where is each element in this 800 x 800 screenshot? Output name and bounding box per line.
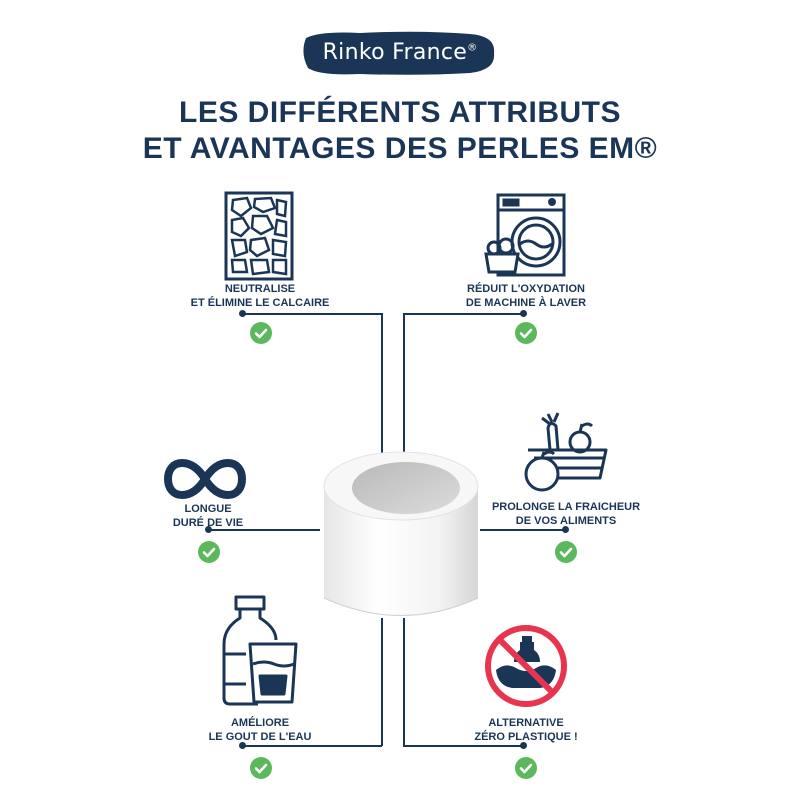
check-icon	[250, 757, 272, 779]
connector-dot	[520, 310, 527, 317]
washing-machine-icon	[484, 193, 566, 277]
check-icon	[250, 322, 272, 344]
check-icon	[555, 541, 577, 563]
connector-top-left-v	[381, 313, 383, 453]
feature-aliments-line2: DE VOS ALIMENTS	[515, 515, 617, 527]
connector-bottom-left-v	[381, 618, 383, 746]
brand-name: Rinko France	[322, 40, 468, 65]
feature-aliments-line1: PROLONGE LA FRAICHEUR	[491, 501, 641, 513]
feature-plastique-line2: ZÉRO PLASTIQUE !	[474, 731, 578, 743]
feature-machine-label: RÉDUIT L'OXYDATION DE MACHINE À LAVER	[446, 282, 606, 310]
feature-eau-label: AMÉLIORE LE GOUT DE L'EAU	[180, 716, 340, 744]
connector-mid-left-h	[208, 529, 320, 531]
feature-calcaire-line2: ET ÉLIMINE LE CALCAIRE	[190, 297, 330, 309]
connector-mid-right-h	[480, 529, 565, 531]
connector-dot	[562, 526, 569, 533]
brand-registered-mark: ®	[467, 42, 478, 54]
check-icon	[515, 322, 537, 344]
connector-top-left-h	[242, 313, 382, 315]
feature-calcaire-line1: NEUTRALISE	[224, 283, 296, 295]
feature-duree-line1: LONGUE	[184, 503, 232, 515]
fruit-basket-icon	[524, 412, 608, 492]
brand-banner	[303, 31, 495, 75]
connector-top-right-h	[403, 313, 523, 315]
water-glass-icon	[222, 595, 298, 706]
connector-dot	[520, 742, 527, 749]
em-ceramic-bead	[323, 451, 479, 616]
connector-bottom-left-h	[242, 745, 382, 747]
feature-eau-line1: AMÉLIORE	[230, 717, 290, 729]
check-icon	[515, 757, 537, 779]
no-plastic-icon	[485, 625, 567, 707]
brand-logo: Rinko France®	[300, 40, 500, 65]
feature-calcaire-label: NEUTRALISE ET ÉLIMINE LE CALCAIRE	[180, 282, 340, 310]
stones-icon	[224, 191, 294, 281]
connector-top-right-v	[403, 313, 405, 453]
feature-plastique-label: ALTERNATIVE ZÉRO PLASTIQUE !	[446, 716, 606, 744]
connector-dot	[205, 526, 212, 533]
feature-aliments-label: PROLONGE LA FRAICHEUR DE VOS ALIMENTS	[486, 500, 646, 528]
headline-line-2: ET AVANTAGES DES PERLES EM®	[142, 132, 658, 165]
feature-plastique-line1: ALTERNATIVE	[488, 717, 564, 729]
infinity-icon	[164, 459, 246, 499]
check-icon	[198, 541, 220, 563]
feature-duree-line2: DURÉ DE VIE	[172, 517, 244, 529]
headline-line-1: LES DIFFÉRENTS ATTRIBUTS	[179, 96, 621, 129]
feature-eau-line2: LE GOUT DE L'EAU	[208, 731, 312, 743]
connector-bottom-right-h	[403, 745, 523, 747]
feature-machine-line1: RÉDUIT L'OXYDATION	[467, 283, 585, 295]
connector-dot	[239, 742, 246, 749]
connector-bottom-right-v	[403, 618, 405, 746]
feature-machine-line2: DE MACHINE À LAVER	[465, 297, 587, 309]
feature-duree-label: LONGUE DURÉ DE VIE	[130, 502, 286, 530]
connector-dot	[239, 310, 246, 317]
